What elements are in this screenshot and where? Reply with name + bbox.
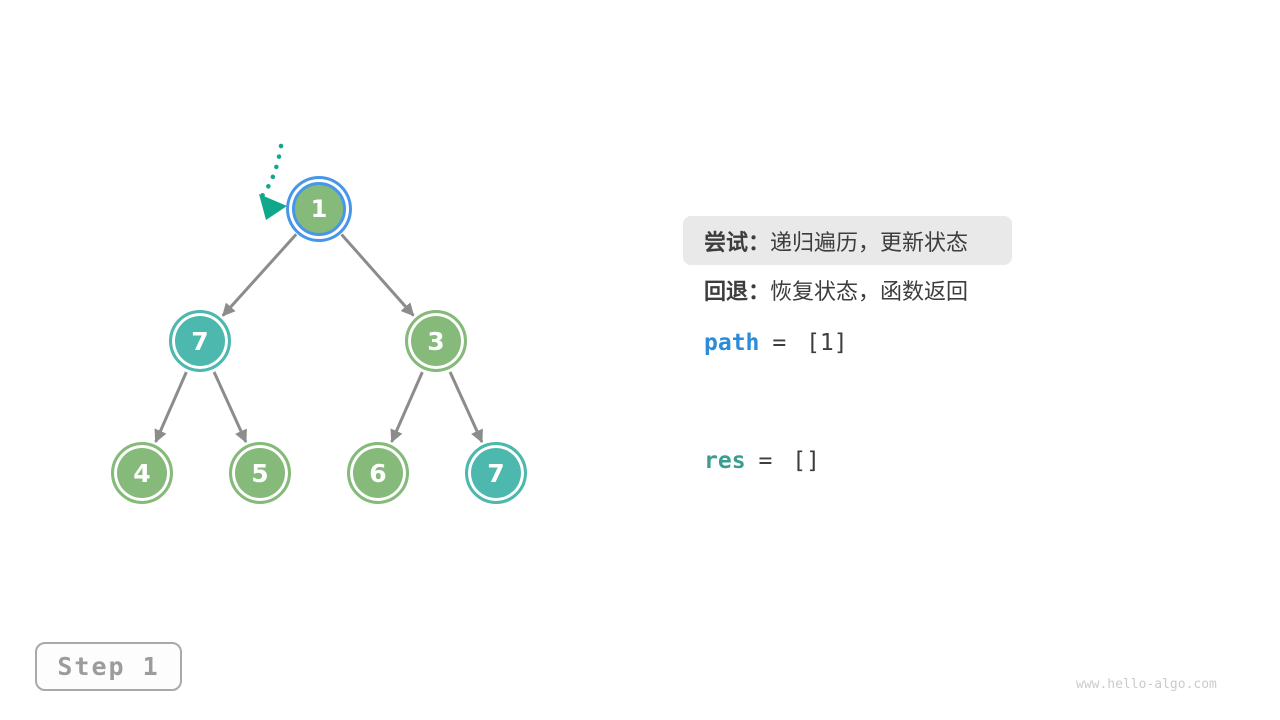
backtrack-status-line: 回退：恢复状态，函数返回 — [704, 277, 968, 307]
tree-node-label: 3 — [427, 326, 445, 356]
current-node-pointer-arrowhead — [259, 194, 287, 220]
try-text: 递归遍历，更新状态 — [770, 229, 969, 255]
tree-node-label: 7 — [191, 326, 209, 356]
tree-node-3: 3 — [405, 310, 467, 372]
tree-node-label: 5 — [251, 458, 269, 488]
path-variable-line: path = [1] — [704, 327, 848, 359]
tree-edge-n1-n3 — [340, 233, 415, 317]
tree-edge-n1-n7l — [221, 233, 298, 317]
try-status-line: 尝试：递归遍历，更新状态 — [683, 216, 1012, 265]
tree-edge-n7l-n4 — [154, 371, 188, 443]
tree-node-6: 6 — [347, 442, 409, 504]
tree-node-5: 5 — [229, 442, 291, 504]
tree-node-4: 4 — [111, 442, 173, 504]
backtrack-label: 回退： — [704, 279, 771, 304]
backtrack-text: 恢复状态，函数返回 — [770, 279, 969, 304]
res-variable-value: = [] — [758, 448, 820, 474]
path-variable-value: = [1] — [772, 330, 848, 356]
tree-node-7-right: 7 — [465, 442, 527, 504]
tree-node-label: 1 — [310, 195, 328, 223]
res-variable-name: res — [704, 448, 746, 474]
watermark: www.hello-algo.com — [1076, 677, 1217, 692]
tree-edge-n3-n7r — [448, 371, 484, 444]
tree-node-7-left: 7 — [169, 310, 231, 372]
tree-node-label: 6 — [369, 458, 387, 488]
res-variable-line: res = [] — [704, 445, 820, 477]
tree-node-label: 7 — [487, 458, 505, 488]
step-badge: Step 1 — [35, 642, 182, 691]
try-label: 尝试： — [704, 229, 771, 255]
current-node-pointer-dots — [259, 143, 284, 199]
tree-edge-n7l-n5 — [212, 371, 248, 444]
path-variable-name: path — [704, 330, 760, 356]
step-badge-label: Step 1 — [57, 652, 160, 681]
tree-edge-n3-n6 — [390, 371, 424, 443]
tree-node-label: 4 — [133, 458, 151, 488]
tree-node-1-root: 1 — [292, 182, 346, 236]
